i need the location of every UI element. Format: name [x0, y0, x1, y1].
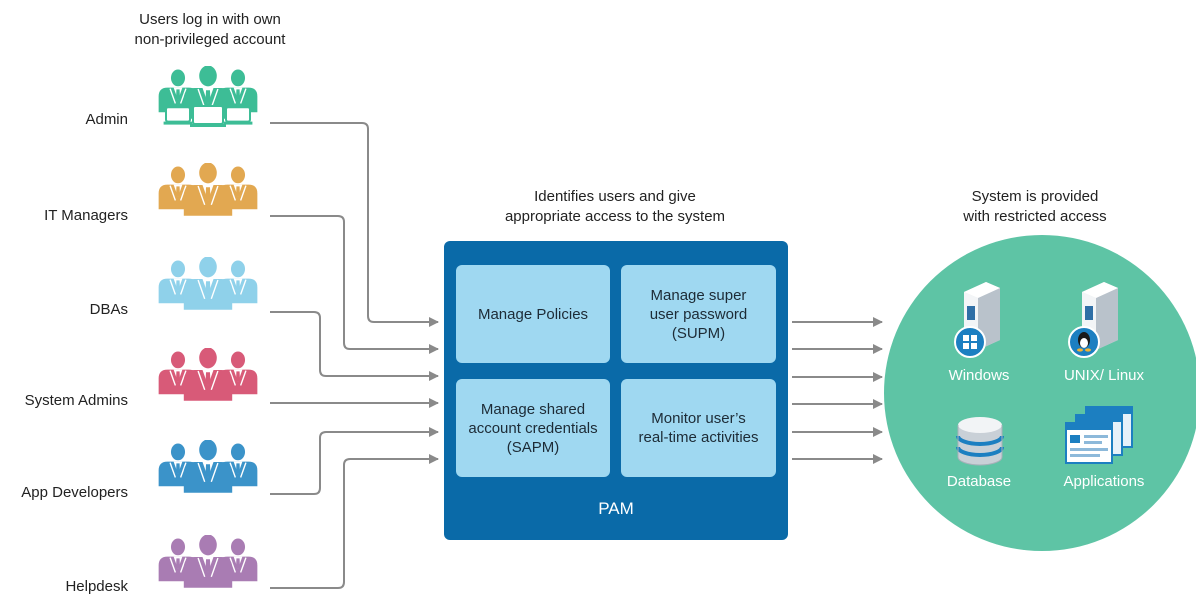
- arrow-helpdesk-to-pam: [270, 454, 439, 589]
- laptop-icon: [163, 106, 193, 125]
- user-group-label-dbas: DBAs: [89, 301, 128, 318]
- laptop-icon: [190, 105, 226, 127]
- manage-shared-account-credentials-cell: Manage shared account credentials (SAPM): [456, 379, 610, 477]
- person-center: [183, 348, 233, 401]
- it-managers-group-icon: [158, 163, 258, 216]
- person-center: [183, 535, 233, 588]
- user-group-label-system-admins: System Admins: [24, 392, 128, 409]
- arrow-dbas-to-pam: [270, 311, 439, 381]
- arrow-it-managers-to-pam: [270, 215, 439, 354]
- person-center: [183, 163, 233, 216]
- unix-linux-label: UNIX/ Linux: [1063, 367, 1145, 384]
- user-group-label-app-developers: App Developers: [21, 484, 128, 501]
- system-admins-group-icon: [158, 348, 258, 401]
- windows-label: Windows: [948, 367, 1010, 384]
- database-label: Database: [946, 473, 1012, 490]
- person-center: [183, 257, 233, 310]
- admin-group-with-laptops-icon: [158, 66, 258, 127]
- arrow-admin-to-pam: [270, 122, 439, 327]
- laptop-icon: [223, 106, 253, 125]
- users-caption: Users log in with own non-privileged acc…: [134, 11, 286, 48]
- helpdesk-group-icon: [158, 535, 258, 588]
- app-developers-group-icon: [158, 440, 258, 493]
- monitor-user-activities-cell: Monitor user’s real-time activities: [621, 379, 776, 477]
- system-circle: Windows UNIX/ Linux Database: [884, 235, 1196, 551]
- applications-label: Applications: [1063, 473, 1145, 490]
- pam-title: PAM: [598, 499, 634, 518]
- linux-server-icon: [1068, 282, 1118, 358]
- user-group-label-admin: Admin: [85, 111, 128, 128]
- pam-caption: Identifies users and give appropriate ac…: [504, 188, 726, 225]
- pam-box: Manage Policies Manage super user passwo…: [444, 241, 788, 540]
- manage-super-user-password-cell: Manage super user password (SUPM): [621, 265, 776, 363]
- user-group-label-helpdesk: Helpdesk: [65, 578, 128, 595]
- dbas-group-icon: [158, 257, 258, 310]
- database-icon: [956, 417, 1004, 466]
- arrow-app-developers-to-pam: [270, 427, 439, 495]
- system-caption: System is provided with restricted acces…: [963, 188, 1107, 225]
- windows-server-icon: [954, 282, 1000, 358]
- applications-windows-icon: [1065, 406, 1133, 464]
- manage-policies-cell: Manage Policies: [456, 265, 610, 363]
- user-group-label-it-managers: IT Managers: [44, 207, 128, 224]
- person-center: [183, 440, 233, 493]
